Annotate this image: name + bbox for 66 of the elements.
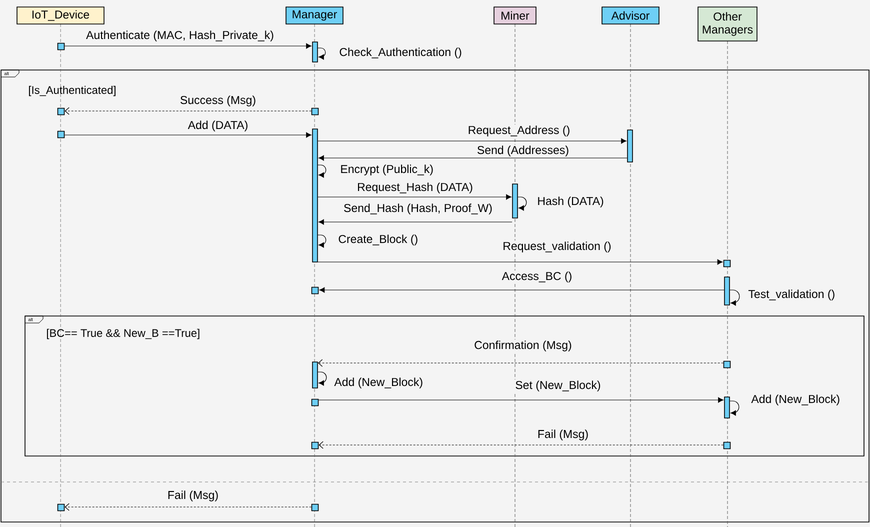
self-message-arrow bbox=[518, 196, 527, 211]
activation-square bbox=[311, 286, 319, 294]
message-arrow bbox=[64, 132, 312, 138]
activation-square bbox=[311, 504, 319, 512]
message-label: Access_BC () bbox=[502, 272, 572, 282]
message-label: Request_Address () bbox=[468, 126, 570, 136]
activation-square bbox=[57, 108, 65, 116]
message-label: Send_Hash (Hash, Proof_W) bbox=[344, 204, 492, 214]
return-arrow bbox=[318, 359, 724, 367]
message-label: Set (New_Block) bbox=[516, 380, 600, 392]
self-message-arrow bbox=[730, 290, 740, 306]
guard-condition: [BC== True && New_B ==True] bbox=[47, 328, 200, 340]
self-message-arrow bbox=[318, 48, 326, 60]
activation-bar bbox=[627, 130, 633, 162]
activation-bar bbox=[312, 362, 318, 388]
activation-bar bbox=[312, 128, 318, 262]
return-arrow bbox=[318, 441, 724, 449]
activation-square bbox=[57, 42, 65, 50]
message-arrow bbox=[318, 138, 626, 144]
message-label: Confirmation (Msg) bbox=[474, 340, 572, 352]
activation-square bbox=[57, 130, 65, 138]
message-arrow bbox=[318, 155, 628, 161]
return-arrow bbox=[64, 503, 312, 511]
message-label: Check_Authentication () bbox=[340, 48, 462, 58]
message-label: Encrypt (Public_k) bbox=[341, 164, 433, 176]
message-arrow bbox=[318, 259, 723, 265]
activation-square bbox=[723, 260, 731, 268]
message-label: Add (New_Block) bbox=[751, 394, 840, 406]
return-arrow bbox=[64, 107, 312, 115]
guard-condition: [Is_Authenticated] bbox=[29, 86, 116, 96]
activation-square bbox=[311, 442, 319, 450]
message-label: Fail (Msg) bbox=[538, 430, 588, 440]
self-message-arrow bbox=[730, 400, 740, 416]
message-label: Request_validation () bbox=[504, 242, 611, 252]
activation-bar bbox=[312, 42, 318, 62]
participant-box: Manager bbox=[286, 6, 344, 24]
message-label: Add (New_Block) bbox=[334, 378, 422, 388]
activation-bar bbox=[724, 396, 730, 418]
message-label: Authenticate (MAC, Hash_Private_k) bbox=[86, 30, 274, 42]
activation-square bbox=[57, 504, 65, 512]
message-arrow bbox=[318, 219, 512, 225]
self-message-arrow bbox=[318, 372, 327, 386]
activation-square bbox=[311, 398, 319, 406]
self-message-arrow bbox=[318, 234, 326, 248]
message-label: Success (Msg) bbox=[180, 96, 256, 106]
message-label: Create_Block () bbox=[338, 234, 418, 246]
participant-box: IoT_Device bbox=[16, 6, 104, 24]
message-label: Request_Hash (DATA) bbox=[358, 182, 472, 194]
activation-square bbox=[311, 108, 319, 116]
message-label: Send (Addresses) bbox=[478, 146, 568, 156]
message-arrow bbox=[318, 194, 512, 200]
activation-square bbox=[723, 442, 731, 450]
message-label: Test_validation () bbox=[748, 290, 834, 300]
activation-square bbox=[723, 360, 731, 368]
message-arrow bbox=[318, 397, 724, 403]
message-label: Fail (Msg) bbox=[168, 490, 218, 502]
activation-bar bbox=[724, 276, 730, 306]
participant-box: Advisor bbox=[602, 6, 660, 24]
self-message-arrow bbox=[318, 164, 326, 178]
participant-box: Other Managers bbox=[698, 6, 758, 42]
message-label: Hash (DATA) bbox=[538, 196, 604, 208]
participant-box: Miner bbox=[494, 6, 536, 24]
message-arrow bbox=[64, 43, 312, 49]
message-arrow bbox=[319, 287, 724, 293]
message-label: Add (DATA) bbox=[188, 120, 248, 132]
activation-bar bbox=[512, 184, 518, 218]
